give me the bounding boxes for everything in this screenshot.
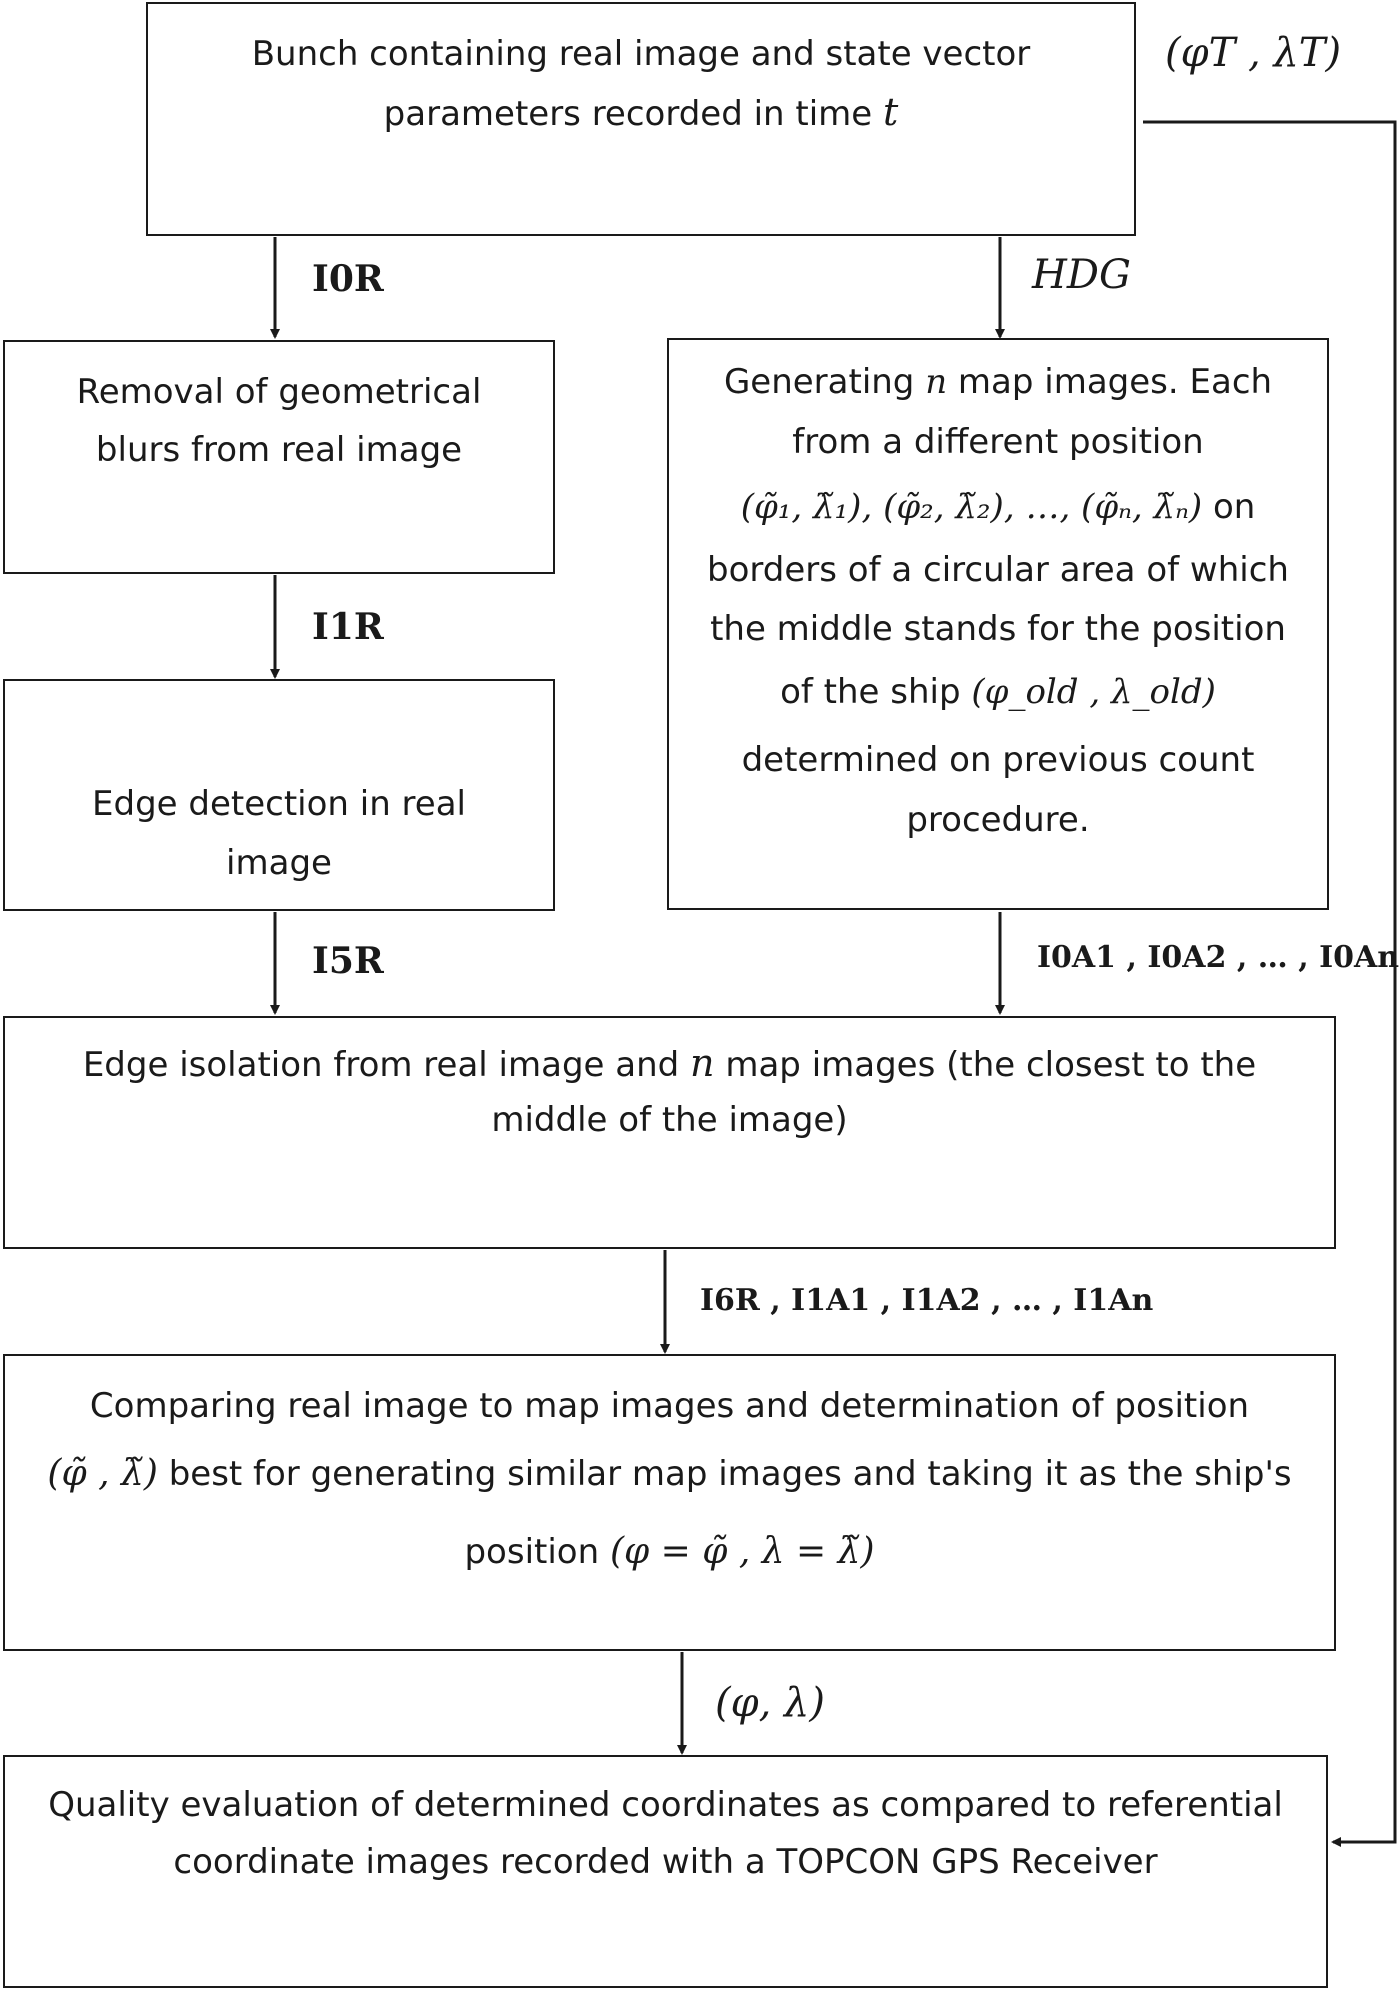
label-maps1: I6R , I1A1 , I1A2 , … , I1An xyxy=(700,1283,1154,1318)
generating-line8: procedure. xyxy=(906,800,1090,840)
generating-positions: (φ̃₁, λ̃₁), (φ̃₂, λ̃₂), …, (φ̃ₙ, λ̃ₙ) xyxy=(740,487,1203,527)
comparing-line1: Comparing real image to map images and d… xyxy=(89,1386,1250,1426)
comparing-line3a: position xyxy=(464,1532,600,1572)
isolation-line2: middle of the image) xyxy=(491,1100,848,1140)
removal-line2: blurs from real image xyxy=(95,430,463,470)
label-phiT: (φT , λT) xyxy=(1165,30,1342,76)
generating-line2: from a different position xyxy=(792,422,1204,462)
label-phil: (φ, λ) xyxy=(715,1680,825,1726)
bunch-line2: parameters recorded in time xyxy=(383,94,873,134)
generating-line1a: Generating xyxy=(723,362,915,402)
label-i5r: I5R xyxy=(312,940,384,982)
generating-old-position: (φ_old , λ_old) xyxy=(971,672,1216,712)
label-maps0: I0A1 , I0A2 , … , I0An xyxy=(1037,940,1400,975)
label-i0r: I0R xyxy=(312,258,384,300)
quality-line2: coordinate images recorded with a TOPCON… xyxy=(173,1842,1158,1882)
generating-line7: determined on previous count xyxy=(741,740,1255,780)
generating-line4: borders of a circular area of which xyxy=(707,550,1289,590)
isolation-n: n xyxy=(690,1041,715,1085)
edge-detection-line1: Edge detection in real xyxy=(92,784,466,824)
isolation-line1b: map images (the closest to the xyxy=(725,1045,1257,1085)
bunch-box: Bunch containing real image and state ve… xyxy=(146,2,1136,236)
generating-box: Generating n map images. Each from a dif… xyxy=(667,338,1329,910)
edge-detection-box: Edge detection in real image xyxy=(3,679,555,911)
label-hdg: HDG xyxy=(1032,252,1131,298)
removal-line1: Removal of geometrical xyxy=(76,372,482,412)
generating-n: n xyxy=(925,362,948,402)
generating-line6a: of the ship xyxy=(780,672,961,712)
generating-line1b: map images. Each xyxy=(957,362,1273,402)
label-i1r: I1R xyxy=(312,606,384,648)
comparing-tilde-position: (φ̃ , λ̃) xyxy=(47,1453,158,1494)
quality-line1: Quality evaluation of determined coordin… xyxy=(48,1785,1283,1825)
comparing-line2b: best for generating similar map images a… xyxy=(168,1454,1292,1494)
comparing-box: Comparing real image to map images and d… xyxy=(3,1354,1336,1651)
quality-box: Quality evaluation of determined coordin… xyxy=(3,1755,1328,1988)
isolation-box: Edge isolation from real image and n map… xyxy=(3,1016,1336,1249)
edge-detection-line2: image xyxy=(226,843,332,883)
arrow-bunch-to-quality xyxy=(1143,120,1397,1847)
removal-box: Removal of geometrical blurs from real i… xyxy=(3,340,555,574)
isolation-line1a: Edge isolation from real image and xyxy=(82,1045,680,1085)
generating-line5: the middle stands for the position xyxy=(710,609,1286,649)
time-variable: t xyxy=(883,90,899,134)
comparing-final-position: (φ = φ̃ , λ = λ̃) xyxy=(609,1531,875,1572)
bunch-line1: Bunch containing real image and state ve… xyxy=(251,34,1031,74)
generating-line3-tail: on xyxy=(1212,487,1256,527)
